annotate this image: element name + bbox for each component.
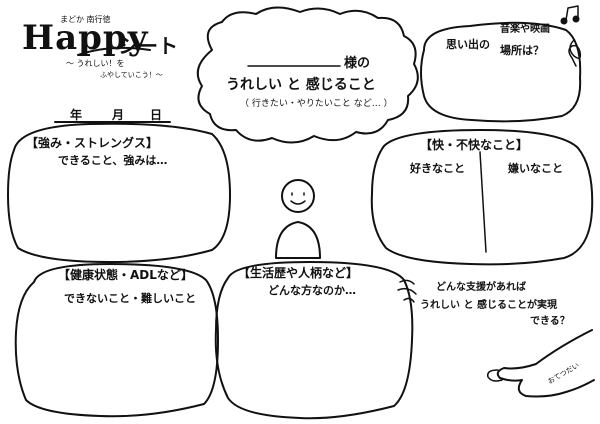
comfort-dislike: 嫌いなこと bbox=[508, 162, 563, 175]
thought-cloud bbox=[196, 6, 419, 144]
life-heading: 【生活歴や人柄など】 bbox=[238, 266, 359, 280]
date-month[interactable]: 月 bbox=[112, 108, 125, 122]
support-line2: うれしい と 感じることが実現 bbox=[420, 300, 557, 311]
strengths-heading: 【強み・ストレングス】 bbox=[26, 136, 159, 150]
cloud-honorific: 様の bbox=[344, 56, 371, 71]
treble-clef-icon bbox=[568, 39, 582, 67]
motion-lines bbox=[397, 279, 417, 303]
comfort-divider bbox=[479, 151, 487, 253]
person-head bbox=[281, 179, 315, 213]
person-body bbox=[275, 221, 321, 259]
support-line1: どんな支援があれば bbox=[436, 282, 526, 293]
tagline-1: 〜 うれしい！を bbox=[66, 59, 125, 68]
area-name: まどか 南行徳 bbox=[60, 15, 111, 24]
cloud-subtitle: （ 行きたい・やりたいこと など… ） bbox=[240, 99, 393, 109]
helping-hand bbox=[496, 329, 595, 398]
comfort-bubble bbox=[370, 129, 594, 266]
memory-bubble bbox=[420, 21, 582, 123]
comfort-like: 好きなこと bbox=[410, 162, 465, 175]
strengths-bubble bbox=[7, 122, 231, 263]
person-face bbox=[290, 192, 306, 205]
life-subheading: どんな方なのか… bbox=[268, 284, 356, 297]
date-year[interactable]: 年 bbox=[70, 108, 83, 122]
support-line3: できる？ bbox=[530, 316, 570, 327]
cloud-title: うれしい と 感じること bbox=[226, 77, 376, 93]
memory-line1-a: 思い出の bbox=[446, 38, 490, 51]
life-bubble bbox=[214, 261, 414, 420]
music-note-icon bbox=[565, 5, 579, 21]
health-heading: 【健康状態・ADLなど】 bbox=[58, 268, 193, 282]
title-underline bbox=[77, 46, 151, 56]
memory-line2: 場所は？ bbox=[500, 44, 544, 57]
health-bubble bbox=[14, 263, 219, 418]
memory-line1-b: 音楽や映画 bbox=[500, 24, 550, 35]
strengths-subheading: できること、強みは… bbox=[58, 154, 168, 167]
sheet-title-kana: シート bbox=[118, 34, 178, 58]
sheet-title-latin: Happy bbox=[22, 18, 149, 58]
comfort-heading: 【快・不快なこと】 bbox=[420, 138, 529, 152]
tagline-2: ふやしていこう！〜 bbox=[100, 71, 163, 79]
date-day[interactable]: 日 bbox=[150, 108, 163, 122]
health-subheading: できないこと・難しいこと bbox=[64, 292, 196, 305]
